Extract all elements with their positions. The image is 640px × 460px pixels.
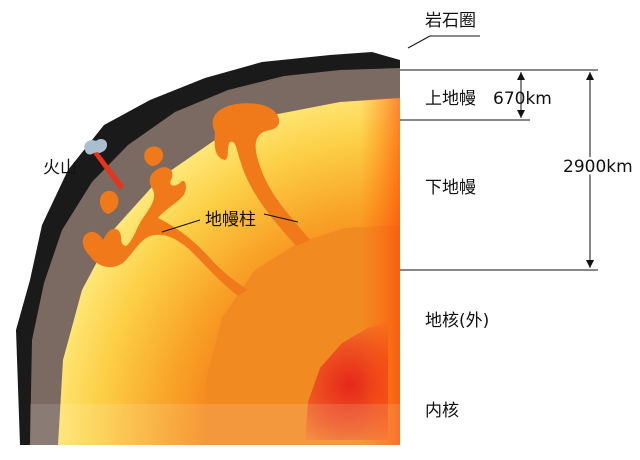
- lithosphere-label: 岩石圈: [425, 11, 476, 31]
- upper-mantle-label: 上地幔: [425, 89, 476, 109]
- lower-mantle-label: 下地幔: [425, 178, 476, 198]
- mantle-plume-label: 地幔柱: [205, 210, 256, 230]
- volcano-label: 火山: [43, 158, 77, 178]
- volcano-icon: [84, 138, 124, 190]
- outer-core-label: 地核(外): [425, 311, 489, 331]
- leader-lines: [161, 35, 598, 271]
- depth-arrows: [517, 72, 594, 268]
- mantle-plumes: [82, 103, 310, 296]
- inner-core-label: 内核: [425, 401, 459, 421]
- right-shade: [360, 98, 400, 445]
- depth-2900-label: 2900km: [563, 157, 633, 177]
- cut-band: [30, 404, 400, 445]
- depth-670-label: 670km: [493, 89, 552, 109]
